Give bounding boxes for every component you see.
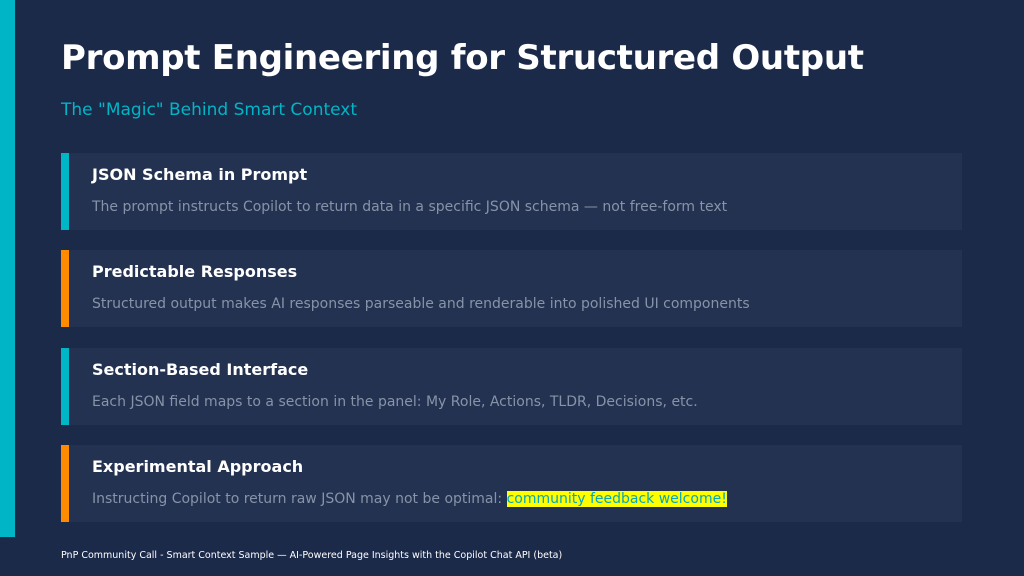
card-description: Structured output makes AI responses par… — [92, 296, 750, 312]
card-title: JSON Schema in Prompt — [92, 165, 308, 184]
card-title: Predictable Responses — [92, 262, 298, 281]
highlighted-text: community feedback welcome! — [506, 491, 727, 507]
card-title: Section-Based Interface — [92, 360, 309, 379]
card-description: Instructing Copilot to return raw JSON m… — [92, 491, 727, 507]
card-title: Experimental Approach — [92, 457, 304, 476]
card-predictable-responses: Predictable Responses Structured output … — [61, 250, 962, 327]
card-experimental-approach: Experimental Approach Instructing Copilo… — [61, 445, 962, 522]
card-accent — [61, 153, 69, 230]
card-accent — [61, 445, 69, 522]
card-json-schema: JSON Schema in Prompt The prompt instruc… — [61, 153, 962, 230]
slide-footer: PnP Community Call - Smart Context Sampl… — [61, 550, 563, 561]
card-accent — [61, 348, 69, 425]
card-section-based-interface: Section-Based Interface Each JSON field … — [61, 348, 962, 425]
card-description: The prompt instructs Copilot to return d… — [92, 199, 728, 215]
slide-title: Prompt Engineering for Structured Output — [61, 38, 864, 78]
card-accent — [61, 250, 69, 327]
left-accent-bar — [0, 0, 15, 537]
card-description: Each JSON field maps to a section in the… — [92, 394, 698, 410]
slide-subtitle: The "Magic" Behind Smart Context — [61, 100, 358, 120]
card-description-text: Instructing Copilot to return raw JSON m… — [92, 491, 507, 507]
